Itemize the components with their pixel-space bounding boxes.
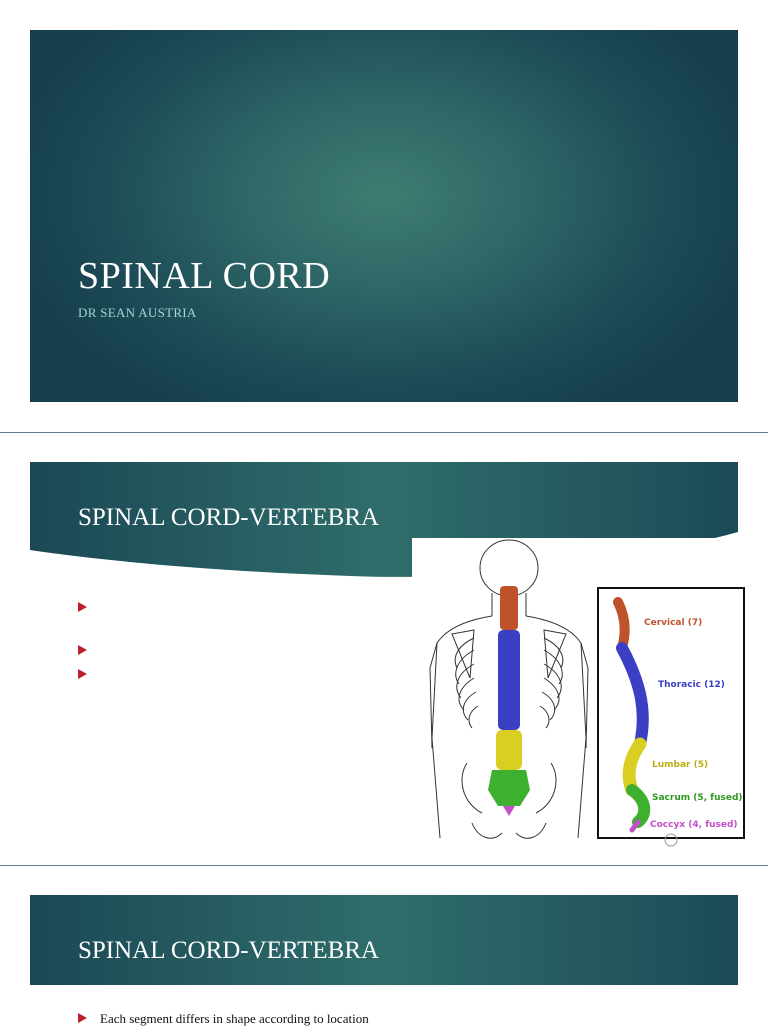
slide-title: SPINAL CORD	[78, 255, 331, 297]
slide-title: SPINAL CORD-VERTEBRA	[78, 504, 380, 531]
slide-separator	[0, 432, 768, 433]
header-band-shape	[30, 895, 738, 985]
bullet-text: Each segment differs in shape according …	[100, 1011, 369, 1026]
slide3-header: SPINAL CORD-VERTEBRA	[30, 895, 738, 985]
bullet-marker	[78, 645, 87, 655]
title-slide: SPINAL CORD DR SEAN AUSTRIA	[30, 30, 738, 402]
thoracic-label: Thoracic (12)	[658, 680, 725, 690]
sacrum-label: Sacrum (5, fused)	[652, 793, 743, 803]
back-view-illustration	[429, 539, 745, 847]
lumbar-label: Lumbar (5)	[652, 760, 709, 770]
bullet-marker	[78, 1013, 87, 1023]
cervical-label: Cervical (7)	[644, 618, 703, 628]
slide-subtitle: DR SEAN AUSTRIA	[78, 305, 197, 320]
bullet-marker	[78, 669, 87, 679]
vertebral-column-figure: Cervical (7) Thoracic (12) Lumbar (5) Sa…	[412, 538, 768, 856]
coccyx-label: Coccyx (4, fused)	[650, 820, 738, 830]
slide-title: SPINAL CORD-VERTEBRA	[78, 937, 380, 964]
bullet-marker	[78, 602, 87, 612]
slide-separator	[0, 865, 768, 866]
